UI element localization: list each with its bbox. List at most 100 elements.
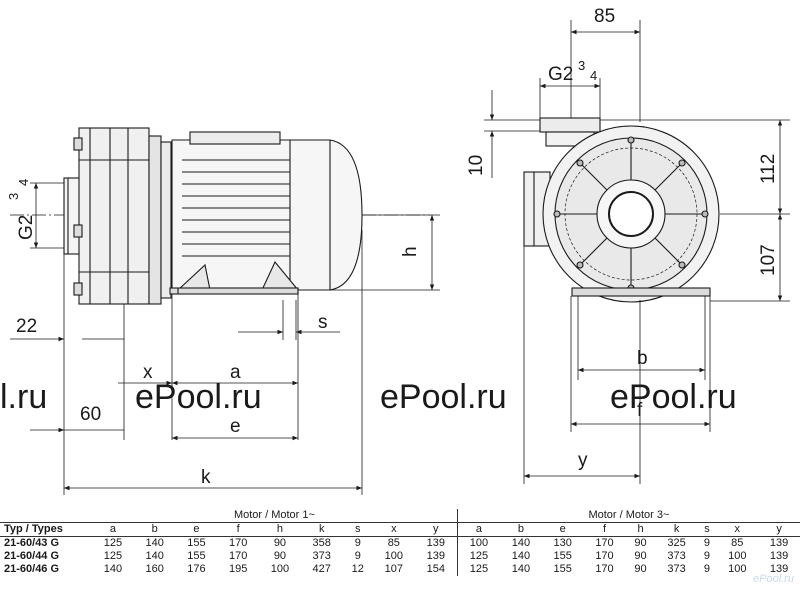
label-k: k <box>201 467 211 488</box>
value-cell: 373 <box>667 563 686 575</box>
column-header-k: k <box>300 522 343 537</box>
column-header-h: h <box>259 522 301 537</box>
column-header-b: b <box>500 522 542 537</box>
value-cell: 12 <box>351 563 364 575</box>
value-cell: 100 <box>384 550 403 562</box>
group-motor-1: Motor / Motor 1~ <box>92 509 458 523</box>
label-60: 60 <box>80 404 101 425</box>
value-cell: 140 <box>511 563 531 575</box>
column-header-s: s <box>342 522 373 537</box>
column-header-a: a <box>92 522 134 537</box>
column-header-f: f <box>583 522 626 537</box>
value-cell: 90 <box>634 550 647 562</box>
value-cell: 155 <box>187 550 206 562</box>
label-b: b <box>637 348 648 369</box>
label-g-side-frac-top: 3 <box>6 193 21 200</box>
value-cell: 125 <box>103 537 123 549</box>
column-header-e: e <box>175 522 218 537</box>
label-g-front-frac-top: 3 <box>578 58 585 73</box>
value-cell: 107 <box>384 563 403 575</box>
value-cell: 358 <box>312 537 331 549</box>
value-cell: 140 <box>145 537 164 549</box>
label-y: y <box>578 450 588 471</box>
value-cell: 85 <box>731 537 744 549</box>
pump-dimension-drawing: l.ru ePool.ru ePool.ru ePool.ru <box>0 6 790 495</box>
value-cell: 170 <box>595 550 614 562</box>
type-cell: 21-60/43 G <box>4 537 60 549</box>
value-cell: 9 <box>703 550 710 562</box>
value-cell: 100 <box>728 550 747 562</box>
value-cell: 325 <box>667 537 686 549</box>
label-g-front-frac-bot: 4 <box>590 68 597 83</box>
value-cell: 154 <box>426 563 445 575</box>
table-row: 21-60/46 G 140 160 176 195 100 427 12 107 154 125 1… <box>0 563 800 576</box>
value-cell: 125 <box>456 550 501 563</box>
svg-text:ePool.ru: ePool.ru <box>610 378 737 416</box>
value-cell: 100 <box>728 563 747 575</box>
label-85: 85 <box>594 6 615 27</box>
value-cell: 176 <box>187 563 206 575</box>
table-row: 21-60/44 G 125 140 155 170 90 373 9 100 139 125 140… <box>0 550 800 563</box>
side-view <box>10 127 430 305</box>
value-cell: 90 <box>273 550 287 562</box>
front-dimensions <box>484 20 790 484</box>
label-g-side-frac-bot: 4 <box>16 179 31 186</box>
value-cell: 139 <box>426 537 445 549</box>
label-s: s <box>318 312 328 333</box>
value-cell: 373 <box>312 550 331 562</box>
label-22: 22 <box>16 316 37 337</box>
value-cell: 139 <box>426 550 445 562</box>
value-cell: 427 <box>312 563 331 575</box>
column-header-a: a <box>456 522 501 537</box>
label-h: h <box>400 246 421 257</box>
label-112: 112 <box>758 154 779 184</box>
svg-text:l.ru: l.ru <box>0 378 47 416</box>
column-header-x: x <box>372 522 415 537</box>
label-g-front: G2 <box>548 64 573 85</box>
side-dimensions <box>10 182 440 495</box>
svg-text:ePool.ru: ePool.ru <box>135 378 262 416</box>
value-cell: 140 <box>145 550 164 562</box>
value-cell: 90 <box>634 537 647 549</box>
logo: ePool.ru <box>753 573 794 585</box>
value-cell: 125 <box>103 550 123 562</box>
watermark: l.ru ePool.ru ePool.ru ePool.ru <box>0 378 737 416</box>
value-cell: 139 <box>769 563 789 575</box>
value-cell: 90 <box>273 537 287 549</box>
column-header-y: y <box>758 522 800 537</box>
value-cell: 195 <box>229 563 248 575</box>
type-cell: 21-60/46 G <box>4 563 60 575</box>
value-cell: 373 <box>667 550 686 562</box>
value-cell: 139 <box>769 550 789 562</box>
group-motor-3: Motor / Motor 3~ <box>456 509 800 523</box>
value-cell: 130 <box>553 537 572 549</box>
type-header: Typ / Types <box>0 522 92 537</box>
column-header-y: y <box>414 522 458 537</box>
value-cell: 100 <box>270 563 290 575</box>
value-cell: 155 <box>553 550 572 562</box>
label-a: a <box>230 362 241 383</box>
value-cell: 90 <box>634 563 647 575</box>
value-cell: 155 <box>187 537 206 549</box>
value-cell: 140 <box>511 550 531 562</box>
value-cell: 170 <box>595 537 614 549</box>
column-header-s: s <box>697 522 717 537</box>
value-cell: 140 <box>103 563 123 575</box>
value-cell: 155 <box>553 563 572 575</box>
label-10: 10 <box>466 155 487 176</box>
type-cell: 21-60/44 G <box>4 550 60 562</box>
value-cell: 170 <box>229 550 248 562</box>
value-cell: 100 <box>456 536 501 550</box>
dimension-table: Motor / Motor 1~ Motor / Motor 3~ Typ / … <box>0 509 800 576</box>
value-cell: 125 <box>456 563 501 576</box>
label-g-side: G2 <box>16 215 37 240</box>
value-cell: 9 <box>354 537 361 549</box>
value-cell: 9 <box>703 563 710 575</box>
column-header-e: e <box>541 522 584 537</box>
label-f: f <box>637 400 643 421</box>
value-cell: 85 <box>387 537 400 549</box>
value-cell: 160 <box>145 563 164 575</box>
label-x: x <box>143 362 153 383</box>
column-header-b: b <box>133 522 176 537</box>
